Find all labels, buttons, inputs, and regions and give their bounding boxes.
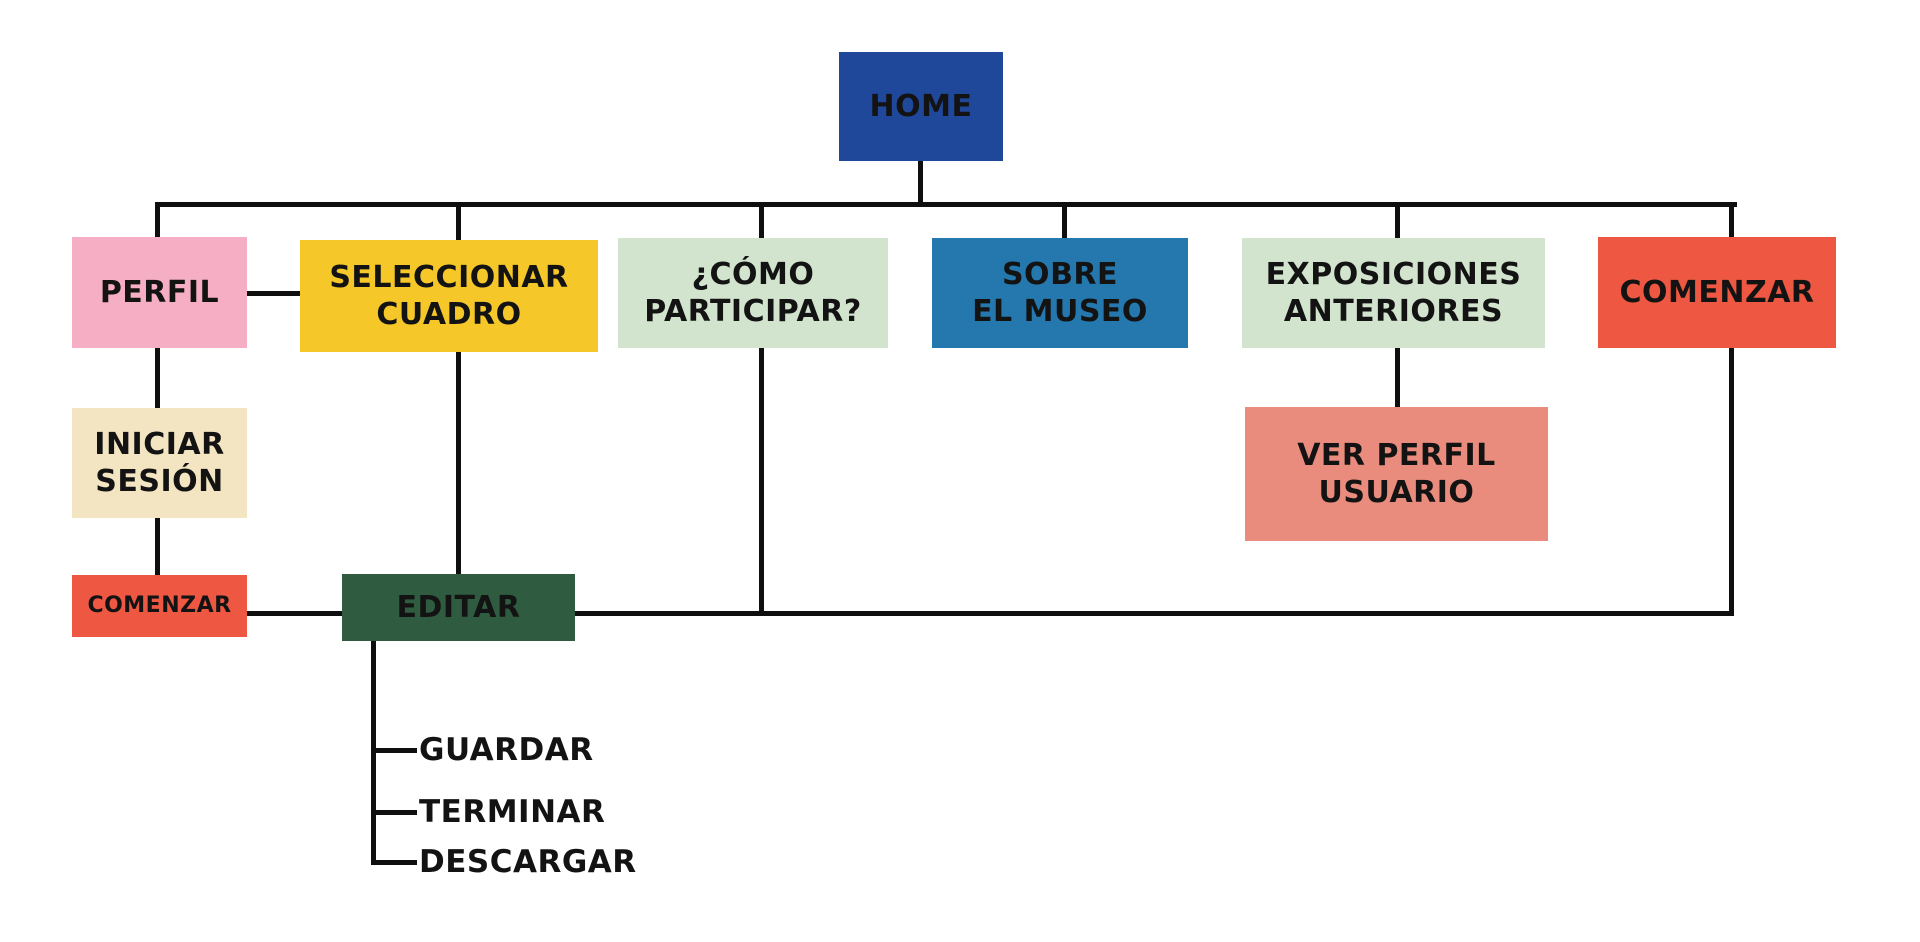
connector-tick-guardar: [371, 748, 417, 753]
connector-level1-horizontal: [155, 202, 1737, 207]
connector-seleccionar-editar: [456, 352, 461, 574]
connector-iniciar-comenzar: [155, 518, 160, 576]
connector-home-stem: [918, 161, 923, 206]
node-comenzar-login: COMENZAR: [72, 575, 247, 637]
leaf-guardar: GUARDAR: [419, 732, 594, 768]
node-perfil: PERFIL: [72, 237, 247, 348]
node-comenzar-main: COMENZAR: [1598, 237, 1836, 348]
connector-editar-down: [371, 641, 376, 865]
node-iniciar-sesion: INICIAR SESIÓN: [72, 408, 247, 518]
node-ver-perfil-usuario: VER PERFIL USUARIO: [1245, 407, 1548, 541]
node-sobre-el-museo: SOBRE EL MUSEO: [932, 238, 1188, 348]
connector-tick-como-participar: [759, 202, 764, 240]
connector-comenzarlogin-editar: [246, 611, 342, 616]
connector-tick-seleccionar: [456, 202, 461, 242]
node-como-participar: ¿CÓMO PARTICIPAR?: [618, 238, 888, 348]
node-exposiciones-anteriores: EXPOSICIONES ANTERIORES: [1242, 238, 1545, 348]
connector-perfil-seleccionar: [247, 291, 300, 296]
connector-editar-right-horizontal: [575, 611, 1734, 616]
connector-perfil-iniciar: [155, 348, 160, 408]
leaf-descargar: DESCARGAR: [419, 844, 637, 880]
connector-tick-sobre-museo: [1062, 202, 1067, 240]
leaf-terminar: TERMINAR: [419, 794, 606, 830]
connector-tick-descargar: [371, 860, 417, 865]
node-editar: EDITAR: [342, 574, 575, 641]
connector-tick-terminar: [371, 810, 417, 815]
connector-tick-exposiciones: [1395, 202, 1400, 240]
node-seleccionar-cuadro: SELECCIONAR CUADRO: [300, 240, 598, 352]
connector-como-down: [759, 348, 764, 616]
connector-tick-comenzar: [1729, 202, 1734, 239]
connector-tick-perfil: [155, 202, 160, 239]
connector-comenzar-down: [1729, 348, 1734, 616]
node-home: HOME: [839, 52, 1003, 161]
connector-exposiciones-verperfil: [1395, 348, 1400, 407]
